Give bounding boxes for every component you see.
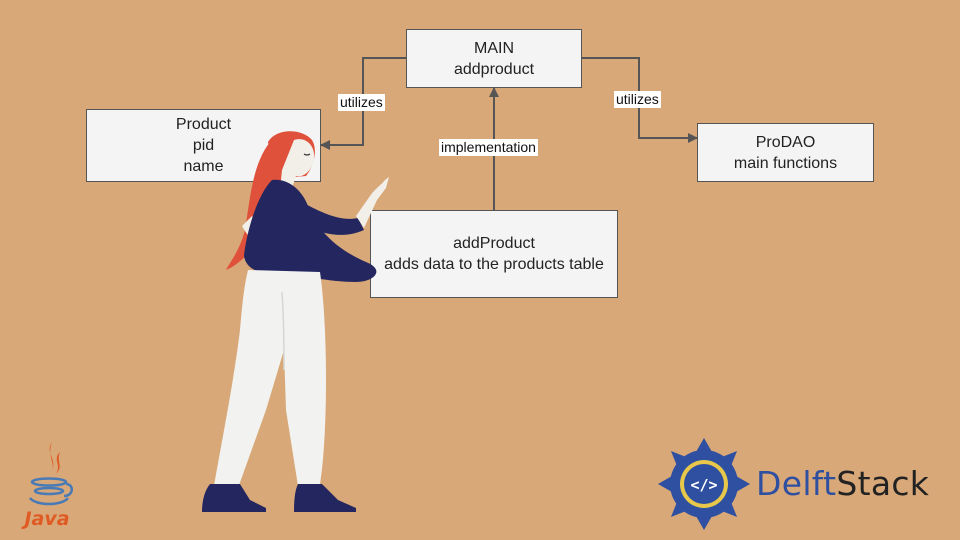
java-coffee-cup-icon xyxy=(29,442,73,506)
main-node-line: MAIN xyxy=(474,39,514,57)
main-node: MAIN addproduct xyxy=(406,29,582,88)
addproduct-node-line: addProduct xyxy=(453,235,535,252)
prodao-node-line: ProDAO xyxy=(755,133,816,151)
java-wordmark: Java xyxy=(24,508,70,530)
addproduct-node: addProduct adds data to the products tab… xyxy=(370,210,618,298)
edge-label-utilizes-product: utilizes xyxy=(338,94,385,111)
product-node-line: Product xyxy=(175,116,232,133)
edge-label-implementation: implementation xyxy=(439,139,538,156)
main-node-line: addproduct xyxy=(453,60,535,78)
prodao-node: ProDAO main functions xyxy=(697,123,874,182)
product-node-line: name xyxy=(183,158,224,175)
delftstack-emblem-icon: </> xyxy=(658,438,750,530)
product-node-line: pid xyxy=(192,137,215,154)
edge-label-utilizes-prodao: utilizes xyxy=(614,91,661,108)
delftstack-wordmark-part2: Stack xyxy=(836,464,930,503)
delftstack-wordmark: DelftStack xyxy=(756,464,929,503)
svg-text:</>: </> xyxy=(690,476,717,494)
addproduct-node-line: adds data to the products table xyxy=(384,256,604,273)
prodao-node-line: main functions xyxy=(733,154,838,172)
delftstack-wordmark-part1: Delft xyxy=(756,464,837,503)
